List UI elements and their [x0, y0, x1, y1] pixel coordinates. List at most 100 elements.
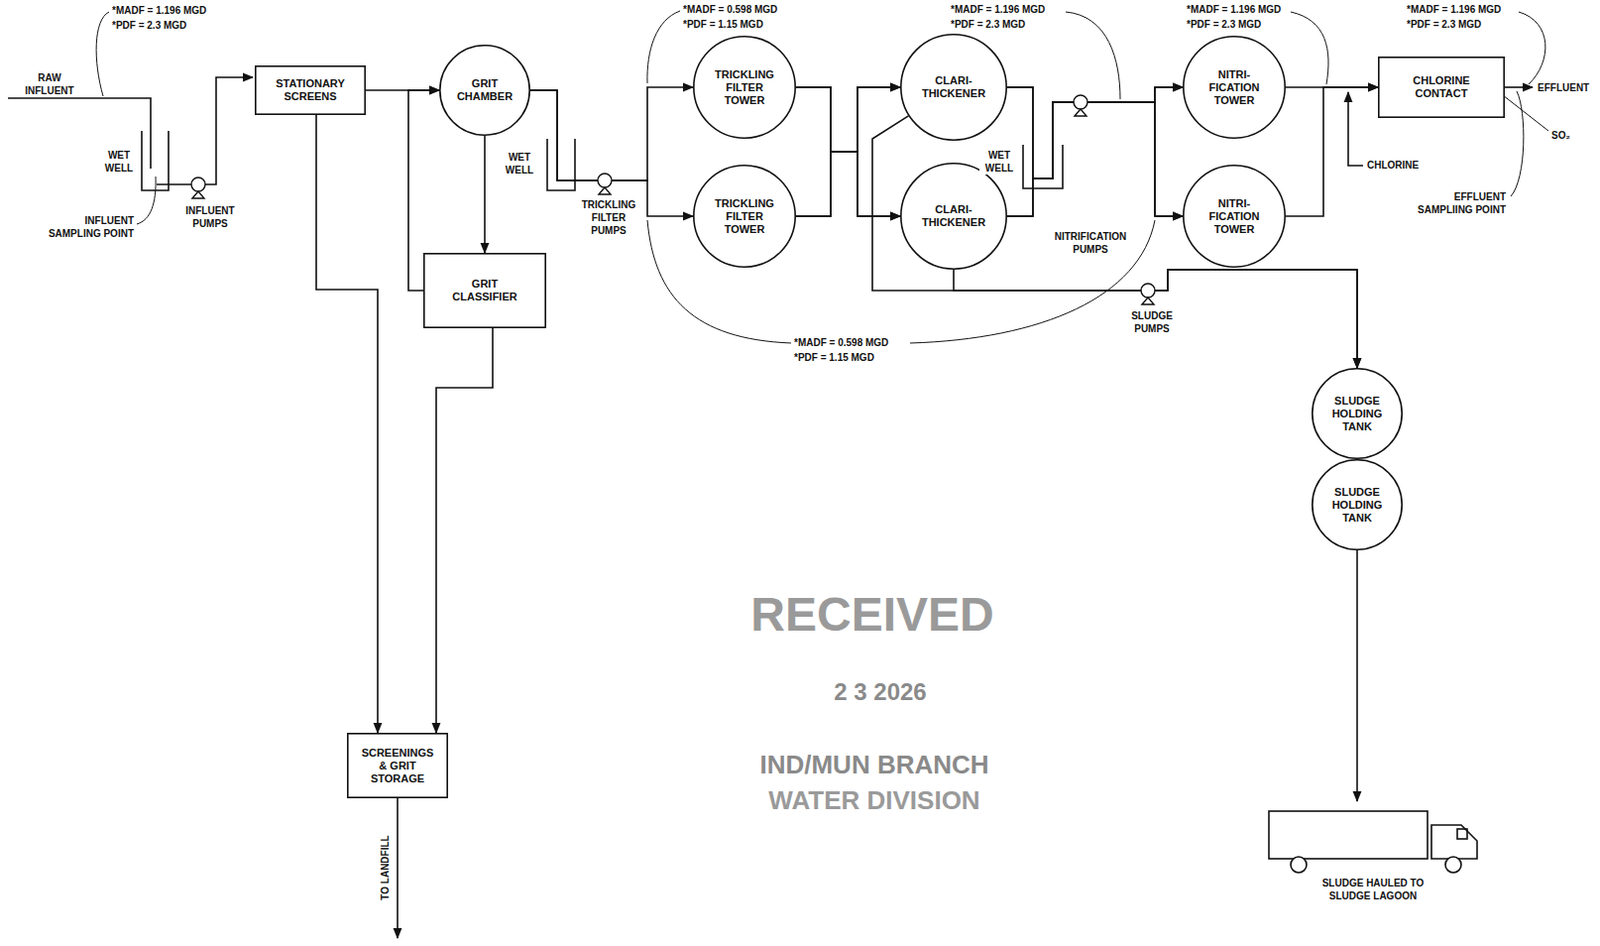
- process-circle: SLUDGE HOLDING TANK: [1311, 458, 1403, 551]
- circle-border: [693, 36, 796, 138]
- node-text-group: CHLORINE CONTACT: [1401, 74, 1482, 101]
- node-label: SLUDGE HOLDING TANK: [1324, 485, 1390, 525]
- annotation-label: CHLORINE: [1366, 158, 1420, 172]
- node-text-group: CLARI- THICKENER: [916, 203, 991, 229]
- node-label: SLUDGE HOLDING TANK: [1324, 394, 1390, 434]
- flow-line: [1285, 87, 1378, 217]
- sludge-haul-line: [1356, 550, 1359, 801]
- wet-well: [547, 138, 575, 191]
- node-label: CLARI- THICKENER: [916, 74, 991, 101]
- flow-line: [1007, 87, 1183, 217]
- process-circle: NITRI- FICATION TOWER: [1182, 35, 1286, 139]
- leader-line: [1290, 11, 1329, 85]
- node-text-group: NITRI- FICATION TOWER: [1199, 197, 1269, 236]
- annotation-label: *MADF = 0.598 MGD: [793, 336, 890, 349]
- node-label: STATIONARY SCREENS: [265, 77, 355, 104]
- node-text-group: TRICKLING FILTER TOWER: [709, 68, 780, 108]
- node-label: CHLORINE CONTACT: [1401, 74, 1482, 101]
- annotation-label: *PDF = 1.15 MGD: [682, 17, 765, 31]
- process-circle: NITRI- FICATION TOWER: [1182, 164, 1286, 268]
- annotation-label: *MADF = 1.196 MGD: [111, 3, 208, 17]
- flow-line: [953, 269, 1358, 368]
- circle-border: [901, 34, 1007, 140]
- annotation-label: *MADF = 1.196 MGD: [1405, 2, 1502, 16]
- annotation-label: WET WELL: [499, 150, 540, 177]
- process-box: GRIT CLASSIFIER: [423, 252, 547, 329]
- circle-border: [1183, 36, 1285, 138]
- annotation-label: TO LANDFILL: [378, 833, 392, 901]
- annotation-label: INFLUENT SAMPLING POINT: [29, 214, 135, 240]
- circle-border: [693, 165, 796, 267]
- flow-line: [872, 115, 1358, 368]
- annotation-label: NITRIFICATION PUMPS: [1044, 229, 1137, 256]
- circle-border: [901, 163, 1007, 269]
- wet-well: [141, 130, 169, 191]
- process-circle: TRICKLING FILTER TOWER: [692, 164, 797, 268]
- leader-line: [1065, 11, 1121, 100]
- flow-line: [530, 90, 693, 217]
- node-label: GRIT CHAMBER: [450, 77, 520, 104]
- node-text-group: STATIONARY SCREENS: [265, 77, 355, 104]
- flow-line: [530, 87, 693, 181]
- circle-border: [1312, 368, 1402, 458]
- annotation-label: TRICKLING FILTER PUMPS: [576, 198, 641, 237]
- process-box: STATIONARY SCREENS: [254, 65, 366, 115]
- landfill-pipe: [396, 798, 399, 938]
- node-text-group: SLUDGE HOLDING TANK: [1324, 394, 1390, 434]
- node-label: NITRI- FICATION TOWER: [1199, 68, 1269, 108]
- annotation-label: *MADF = 0.598 MGD: [682, 2, 779, 16]
- leader-line: [647, 10, 681, 84]
- pump-symbol: [191, 177, 206, 199]
- annotation-label: *MADF = 1.196 MGD: [1185, 2, 1282, 16]
- node-text-group: CLARI- THICKENER: [916, 74, 991, 101]
- node-label: TRICKLING FILTER TOWER: [709, 197, 780, 236]
- flow-line: [1007, 87, 1183, 217]
- flow-line: [483, 135, 486, 253]
- pump-symbol: [1073, 95, 1088, 116]
- flow-line: [796, 151, 901, 217]
- effluent-pipe: [1504, 86, 1533, 89]
- received-stamp: RECEIVED: [749, 588, 995, 641]
- annotation-label: *PDF = 1.15 MGD: [793, 350, 876, 364]
- flow-line: [796, 87, 901, 152]
- wet-well: [1023, 144, 1063, 189]
- process-box: CHLORINE CONTACT: [1377, 56, 1505, 118]
- process-box: SCREENINGS & GRIT STORAGE: [346, 732, 449, 799]
- box-border: [424, 253, 546, 328]
- annotation-label: EFFLUENT SAMPLIING POINT: [1409, 190, 1507, 217]
- annotation-label: WET WELL: [99, 148, 139, 175]
- node-text-group: NITRI- FICATION TOWER: [1199, 68, 1269, 108]
- pump-symbol: [1141, 283, 1155, 305]
- influent-pump-pipe: [156, 77, 253, 185]
- pump-symbol: [597, 173, 612, 195]
- node-text-group: SCREENINGS & GRIT STORAGE: [356, 746, 439, 786]
- circle-border: [440, 45, 530, 135]
- leader-line: [1502, 95, 1549, 131]
- annotation-label: SLUDGE PUMPS: [1123, 309, 1181, 336]
- annotation-label: *PDF = 2.3 MGD: [1405, 17, 1483, 31]
- node-label: CLARI- THICKENER: [916, 203, 991, 229]
- node-label: TRICKLING FILTER TOWER: [709, 68, 780, 108]
- annotation-label: *PDF = 2.3 MGD: [111, 18, 188, 32]
- leader-line: [1510, 91, 1524, 197]
- truck: [1268, 810, 1478, 873]
- received-stamp: WATER DIVISION: [767, 785, 981, 815]
- annotation-label: *PDF = 2.3 MGD: [949, 17, 1027, 31]
- received-stamp: IND/MUN BRANCH: [758, 749, 990, 780]
- box-border: [255, 66, 365, 115]
- flow-line: [796, 87, 901, 217]
- annotation-label: *MADF = 1.196 MGD: [949, 2, 1046, 16]
- flow-line: [1007, 102, 1183, 217]
- node-label: GRIT CLASSIFIER: [447, 277, 523, 304]
- circle-border: [1183, 165, 1285, 267]
- node-text-group: TRICKLING FILTER TOWER: [709, 197, 780, 236]
- node-text-group: GRIT CHAMBER: [450, 77, 520, 104]
- flow-line: [796, 87, 901, 217]
- leader-line: [1518, 11, 1546, 85]
- received-stamp: 2 3 2026: [832, 678, 927, 706]
- process-circle: CLARI- THICKENER: [900, 162, 1008, 270]
- annotation-label: SO₂: [1550, 128, 1572, 142]
- node-text-group: GRIT CLASSIFIER: [447, 277, 523, 304]
- flow-line: [316, 114, 378, 733]
- annotation-label: EFFLUENT: [1536, 81, 1591, 95]
